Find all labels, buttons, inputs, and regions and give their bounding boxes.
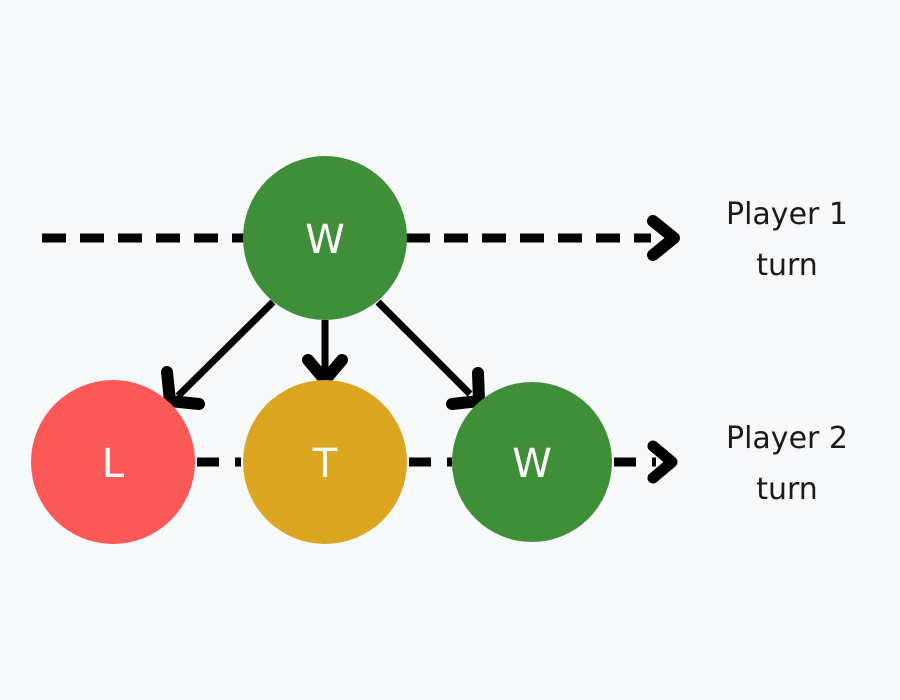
player-2-timeline: [197, 440, 678, 484]
player-2-turn-label: Player 2 turn: [726, 421, 848, 507]
player-1-timeline: [42, 215, 680, 261]
node-root-win[interactable]: W: [243, 156, 407, 320]
edge-root-to-win-shaft: [375, 299, 473, 397]
edge-root-to-loss-shaft: [175, 299, 276, 399]
node-child-tie-label: T: [312, 441, 338, 487]
player-2-arrowhead-icon: [647, 440, 678, 484]
player-1-turn-label-line1: Player 1: [726, 197, 848, 232]
node-child-loss-circle[interactable]: [31, 380, 195, 544]
player-1-turn-label: Player 1 turn: [726, 197, 848, 283]
player-1-arrowhead-icon: [647, 215, 680, 261]
node-child-win-label: W: [512, 441, 552, 487]
node-child-win[interactable]: W: [452, 382, 612, 542]
edge-root-to-loss-arrowhead-icon: [161, 366, 205, 410]
player-2-turn-label-line2: turn: [756, 472, 818, 507]
node-child-loss-label: L: [102, 441, 125, 487]
node-root-win-circle[interactable]: [243, 156, 407, 320]
edge-root-to-win-arrowhead-icon: [446, 367, 485, 410]
player-2-turn-label-line1: Player 2: [726, 421, 848, 456]
node-child-loss[interactable]: L: [31, 380, 195, 544]
node-child-win-circle[interactable]: [452, 382, 612, 542]
node-child-tie-circle[interactable]: [243, 380, 407, 544]
node-root-win-label: W: [305, 217, 345, 263]
player-1-turn-label-line2: turn: [756, 248, 818, 283]
node-child-tie[interactable]: T: [243, 380, 407, 544]
